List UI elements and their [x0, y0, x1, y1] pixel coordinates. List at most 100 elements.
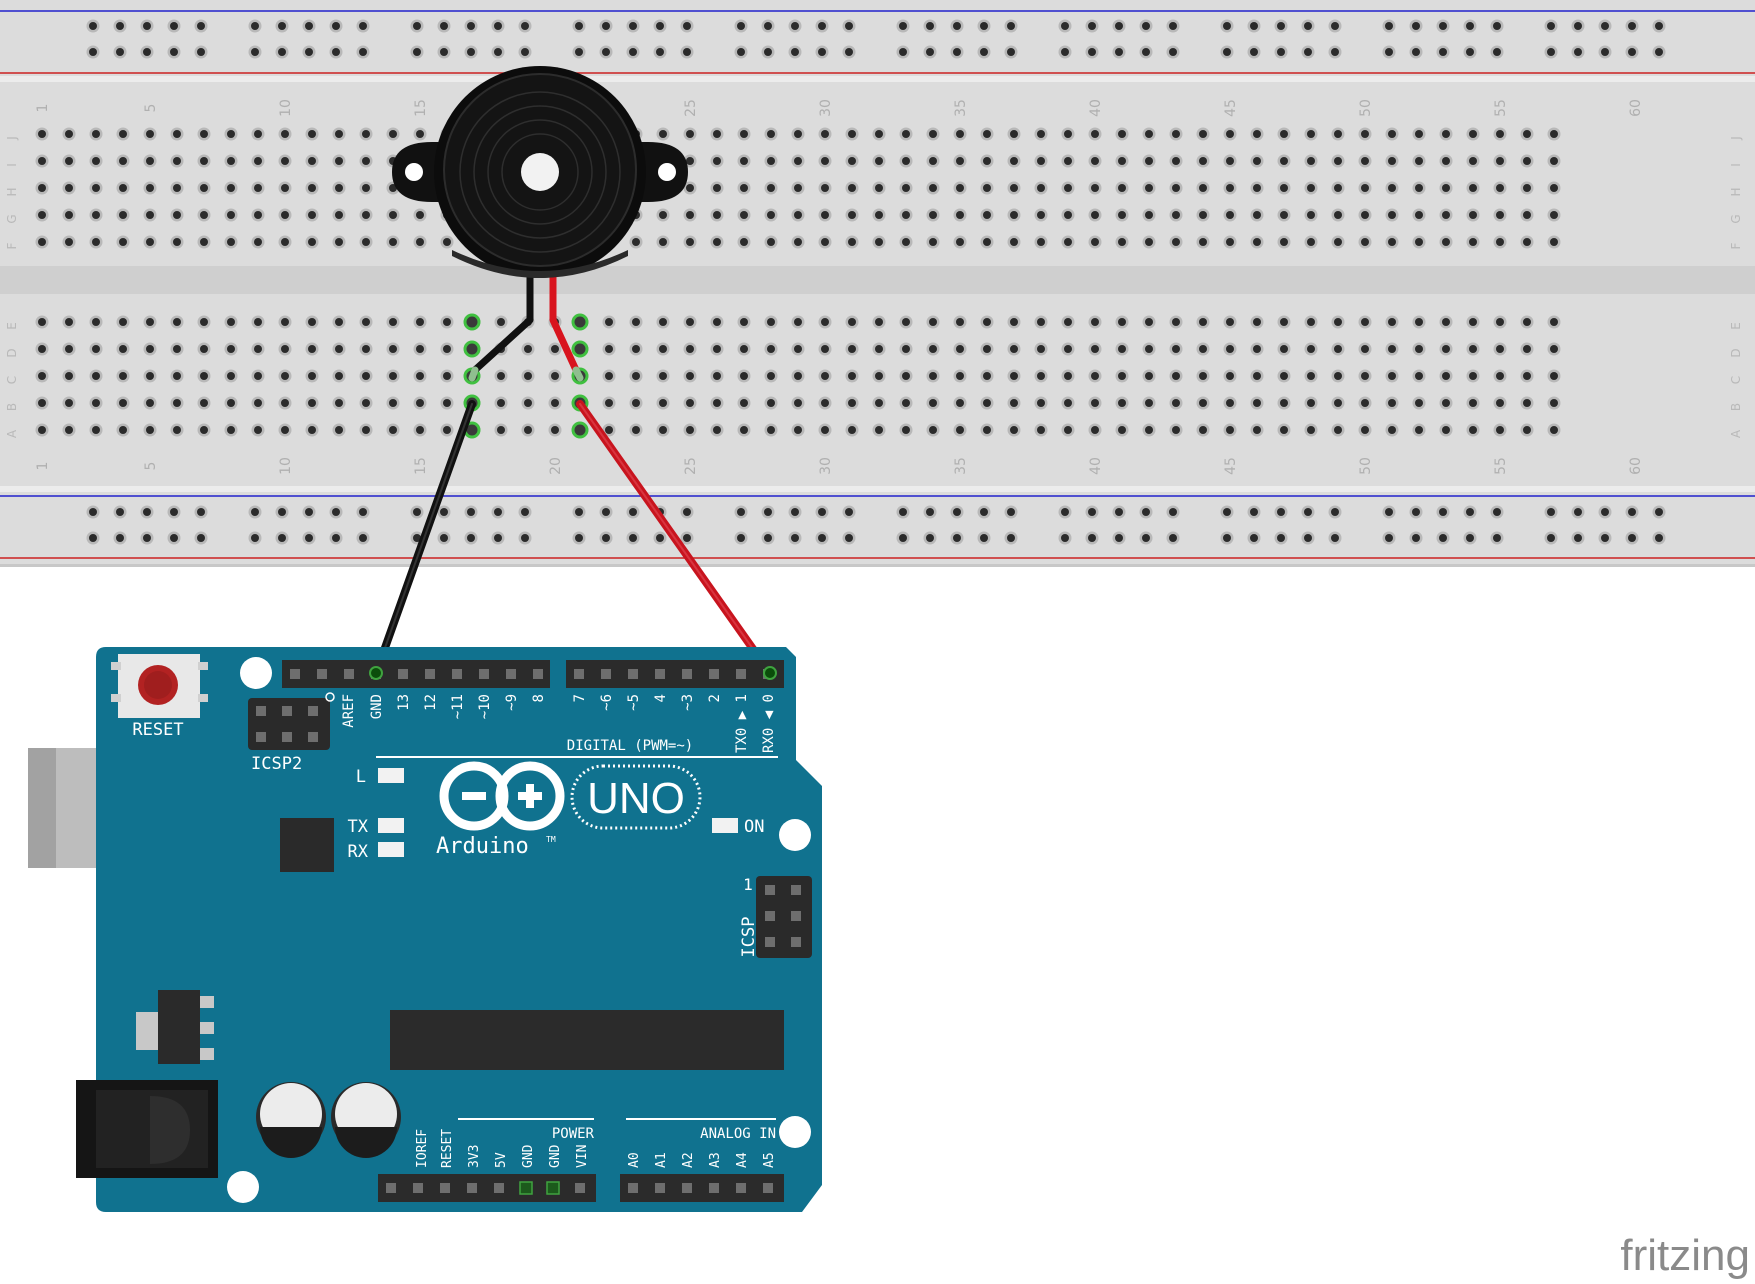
breadboard-hole-center: [173, 211, 181, 219]
usb-connector-side: [28, 748, 56, 868]
rail-hole-center: [1628, 508, 1636, 516]
breadboard-hole-center: [200, 372, 208, 380]
icsp-pin[interactable]: [765, 911, 775, 921]
breadboard-hole-center: [1253, 184, 1261, 192]
rail-hole-center: [629, 48, 637, 56]
icsp2-pin[interactable]: [282, 732, 292, 742]
breadboard-hole-center: [362, 318, 370, 326]
rail-hole-center: [845, 48, 853, 56]
rail-hole-center: [1007, 22, 1015, 30]
breadboard-hole-center: [1253, 211, 1261, 219]
analog-pin[interactable]: [655, 1183, 665, 1193]
digital-pin[interactable]: [574, 669, 584, 679]
digital-pin[interactable]: [290, 669, 300, 679]
breadboard-hole-center: [902, 238, 910, 246]
icsp-pin[interactable]: [765, 885, 775, 895]
digital-pin[interactable]: [479, 669, 489, 679]
digital-pin[interactable]: [709, 669, 719, 679]
breadboard-hole-center: [200, 238, 208, 246]
breadboard-hole-center: [1226, 399, 1234, 407]
rail-hole-center: [764, 508, 772, 516]
icsp2-pin[interactable]: [308, 706, 318, 716]
analog-pin[interactable]: [709, 1183, 719, 1193]
breadboard-hole-center: [1442, 211, 1450, 219]
digital-pin-label: GND: [369, 694, 385, 719]
digital-pin[interactable]: [533, 669, 543, 679]
analog-pin[interactable]: [736, 1183, 746, 1193]
rail-hole-center: [629, 508, 637, 516]
breadboard-hole-center: [1469, 130, 1477, 138]
power-pin[interactable]: [494, 1183, 504, 1193]
breadboard-hole-center: [1442, 238, 1450, 246]
breadboard-hole-center: [821, 211, 829, 219]
power-pin[interactable]: [440, 1183, 450, 1193]
digital-pin[interactable]: [452, 669, 462, 679]
breadboard-hole-center: [281, 345, 289, 353]
digital-pin[interactable]: [655, 669, 665, 679]
digital-pin[interactable]: [398, 669, 408, 679]
digital-pin[interactable]: [736, 669, 746, 679]
breadboard-hole-center: [713, 211, 721, 219]
breadboard-hole-center: [1226, 157, 1234, 165]
breadboard-hole-center: [848, 345, 856, 353]
rail-hole-center: [1250, 22, 1258, 30]
breadboard-hole-center: [65, 130, 73, 138]
digital-pin[interactable]: [425, 669, 435, 679]
power-pin[interactable]: [467, 1183, 477, 1193]
breadboard-hole-center: [875, 211, 883, 219]
breadboard-hole-center: [929, 211, 937, 219]
breadboard-hole-center: [119, 157, 127, 165]
power-pin[interactable]: [386, 1183, 396, 1193]
power-pin[interactable]: [575, 1183, 585, 1193]
digital-pin[interactable]: [628, 669, 638, 679]
digital-pin[interactable]: [317, 669, 327, 679]
icsp2-pin[interactable]: [282, 706, 292, 716]
digital-pin[interactable]: [601, 669, 611, 679]
breadboard-hole-center: [983, 345, 991, 353]
rail-hole-center: [467, 534, 475, 542]
breadboard-hole-center: [1091, 426, 1099, 434]
breadboard-hole-center: [605, 426, 613, 434]
digital-pin[interactable]: [344, 669, 354, 679]
icsp2-pin[interactable]: [256, 706, 266, 716]
breadboard-hole-center: [605, 399, 613, 407]
rail-hole-center: [197, 48, 205, 56]
breadboard-hole-center: [659, 399, 667, 407]
breadboard-hole-center: [1469, 372, 1477, 380]
column-number: 50: [1358, 457, 1374, 475]
breadboard-hole-center: [1199, 211, 1207, 219]
piezo-buzzer[interactable]: [392, 66, 688, 382]
wire-end-gnd: [369, 666, 383, 680]
power-pin-label: IOREF: [415, 1129, 430, 1168]
breadboard-hole-center: [1064, 426, 1072, 434]
icsp-pin[interactable]: [791, 911, 801, 921]
breadboard-hole-center: [1226, 238, 1234, 246]
analog-pin[interactable]: [682, 1183, 692, 1193]
rail-hole-center: [1466, 508, 1474, 516]
digital-pin[interactable]: [506, 669, 516, 679]
icsp-pin[interactable]: [791, 937, 801, 947]
breadboard-hole-center: [119, 318, 127, 326]
breadboard-hole-center: [1199, 238, 1207, 246]
breadboard-hole-center: [1118, 426, 1126, 434]
icsp2-pin[interactable]: [308, 732, 318, 742]
breadboard-hole-center: [1037, 238, 1045, 246]
analog-pin[interactable]: [628, 1183, 638, 1193]
breadboard-hole-center: [65, 211, 73, 219]
digital-pin[interactable]: [682, 669, 692, 679]
arduino-logo: [439, 761, 565, 831]
breadboard-hole-center: [956, 399, 964, 407]
digital-pin-label: 13: [396, 694, 412, 711]
icsp2-pin[interactable]: [256, 732, 266, 742]
rail-hole-center: [1331, 508, 1339, 516]
rail-hole-center: [899, 508, 907, 516]
rail-hole-center: [1142, 48, 1150, 56]
icsp-pin[interactable]: [765, 937, 775, 947]
breadboard-hole-center: [1145, 211, 1153, 219]
power-pin[interactable]: [413, 1183, 423, 1193]
icsp-pin[interactable]: [791, 885, 801, 895]
column-number: 60: [1628, 99, 1644, 117]
analog-pin[interactable]: [763, 1183, 773, 1193]
breadboard-hole-center: [65, 426, 73, 434]
